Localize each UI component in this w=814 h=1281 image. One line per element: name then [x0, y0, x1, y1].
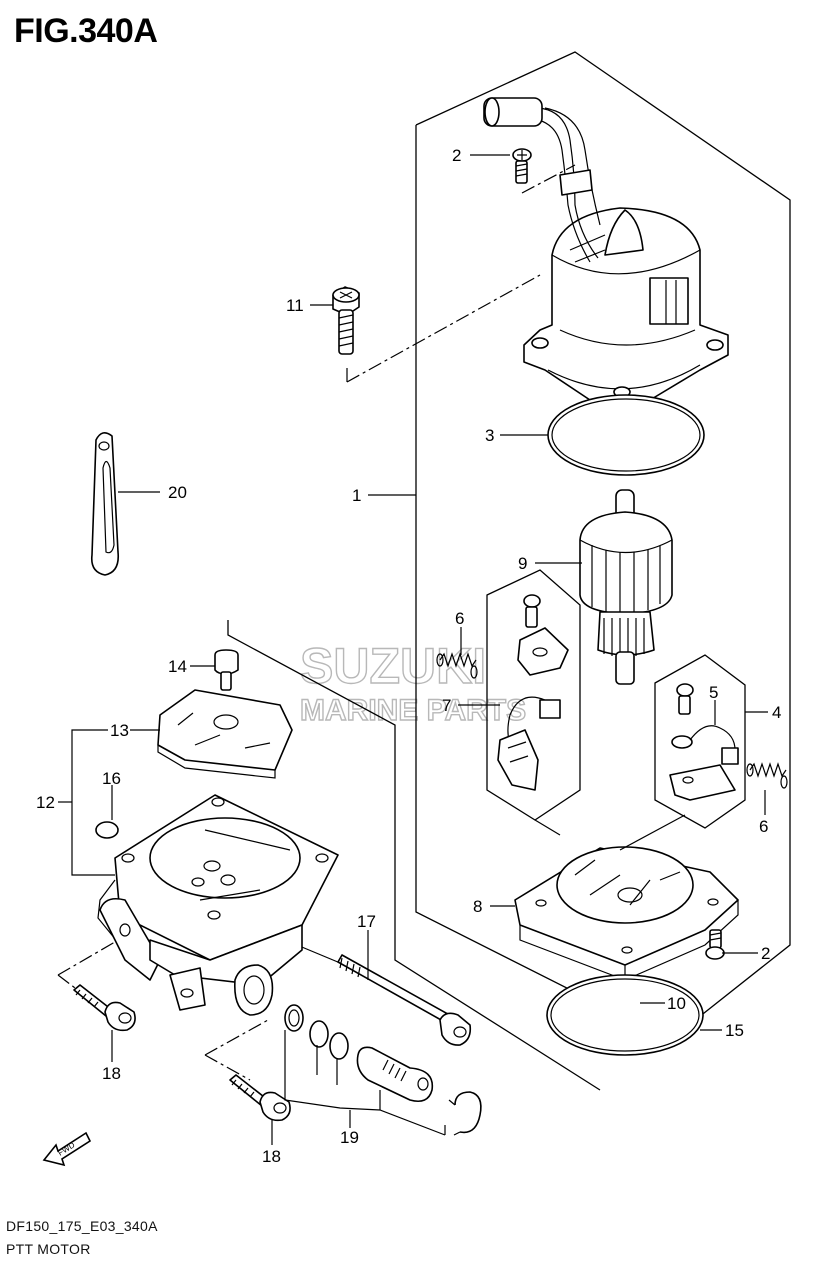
callout-8: 8	[473, 897, 482, 916]
callout-10: 10	[667, 994, 686, 1013]
o-ring-part-3	[547, 394, 705, 476]
callout-7: 7	[442, 696, 451, 715]
brush-holder-part-7	[497, 594, 569, 791]
spring-part-6-right	[746, 762, 788, 789]
screw-part-2-bottom	[705, 929, 725, 960]
model-code: DF150_175_E03_340A	[6, 1218, 158, 1234]
watermark: SUZUKI MARINE PARTS	[299, 637, 527, 727]
watermark-subtitle: MARINE PARTS	[300, 694, 526, 727]
callout-13: 13	[110, 721, 129, 740]
callout-18-lower: 18	[262, 1147, 281, 1166]
motor-housing-part-1	[523, 207, 729, 411]
assembly-frame-lower	[227, 620, 601, 1091]
callout-2-top: 2	[452, 146, 461, 165]
callout-12: 12	[36, 793, 55, 812]
spring-part-6-left	[436, 652, 478, 679]
screw-part-2-top	[512, 148, 532, 184]
plug-part-14	[214, 649, 239, 691]
callout-5: 5	[709, 683, 718, 702]
kit-bracket-19	[284, 1030, 446, 1136]
leader-lines	[111, 154, 768, 1145]
end-cover-part-8	[514, 814, 739, 981]
callout-6-upper: 6	[455, 609, 464, 628]
o-ring-part-16	[95, 821, 119, 839]
figure-title: FIG.340A	[14, 12, 158, 50]
callout-4: 4	[772, 703, 781, 722]
motor-cable	[483, 97, 601, 263]
watermark-brand: SUZUKI	[300, 638, 486, 694]
brush-holder-frame	[486, 569, 581, 836]
brush-frame	[654, 654, 746, 829]
section-title: PTT MOTOR	[6, 1241, 91, 1257]
callout-14: 14	[168, 657, 187, 676]
assembly-frame	[415, 51, 791, 1041]
cover-plate-part-13	[157, 689, 293, 779]
bolt-part-18-upper	[73, 984, 136, 1032]
bolt-part-18-lower	[229, 1074, 291, 1122]
brush-part-5	[669, 683, 739, 801]
long-bolt-part-17	[337, 954, 472, 1046]
callout-6-lower: 6	[759, 817, 768, 836]
callout-2-bottom: 2	[761, 944, 770, 963]
pump-body-part-12	[97, 794, 339, 1016]
callout-20: 20	[168, 483, 187, 502]
valve-kit-part-19	[284, 1004, 482, 1136]
callout-16: 16	[102, 769, 121, 788]
o-ring-part-15	[546, 974, 704, 1056]
callout-15: 15	[725, 1021, 744, 1040]
callout-11: 11	[286, 296, 304, 315]
callout-17: 17	[357, 912, 376, 931]
callout-3: 3	[485, 426, 494, 445]
callout-9: 9	[518, 554, 527, 573]
callout-19: 19	[340, 1128, 359, 1147]
fwd-arrow-icon: FWD	[42, 1131, 92, 1167]
group-bracket-12	[58, 729, 115, 876]
bolt-part-11	[332, 286, 360, 355]
callout-18-upper: 18	[102, 1064, 121, 1083]
strap-part-20	[90, 432, 120, 576]
callout-1: 1	[352, 486, 361, 505]
armature-part-9	[579, 489, 673, 685]
callout-labels: 2 11 3 1 20 9 6 14 7 5 4 13 16 6 12 8 17…	[36, 146, 781, 1166]
